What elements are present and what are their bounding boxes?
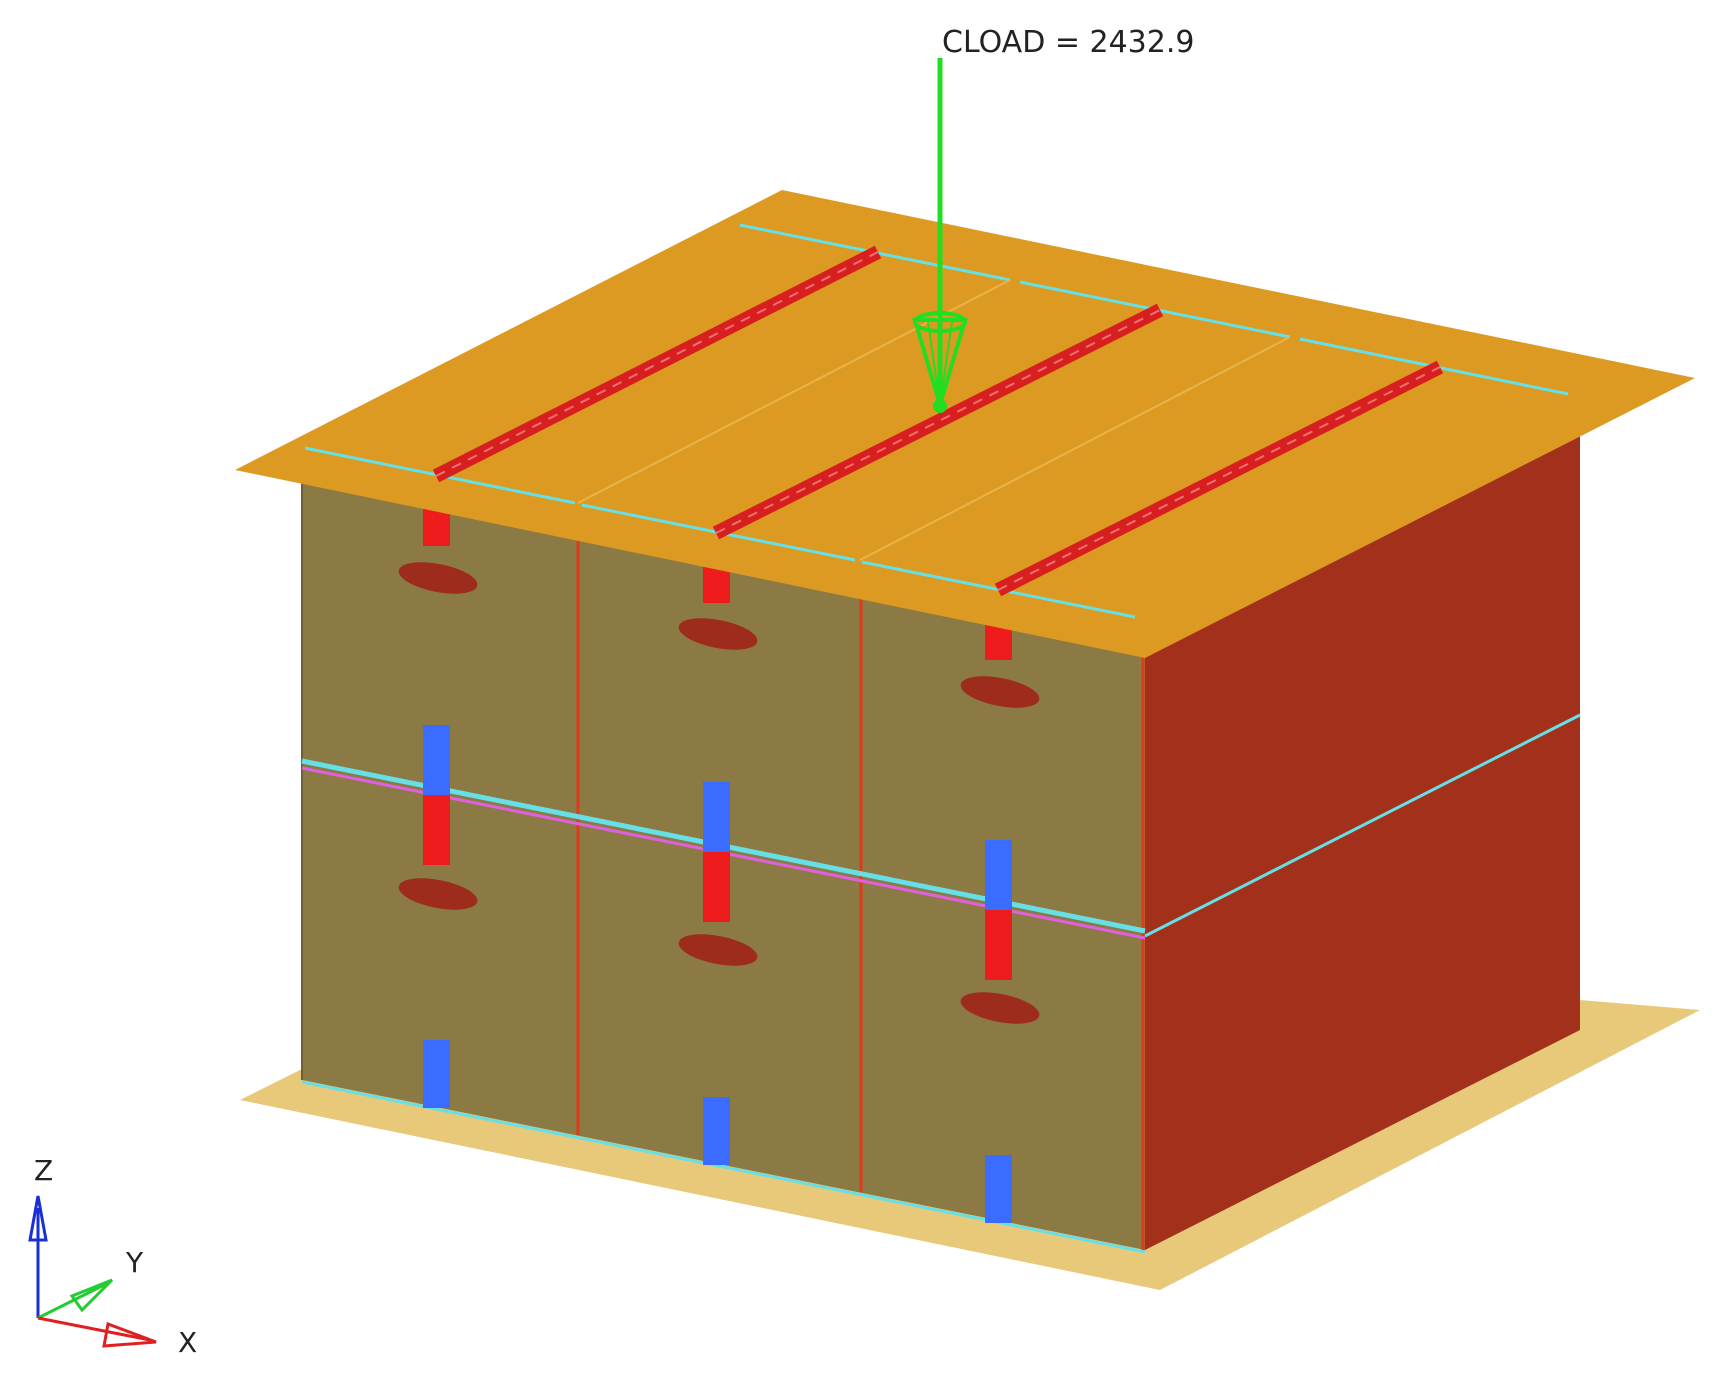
load-label: CLOAD = 2432.9 xyxy=(942,25,1194,60)
strap-bottom-blue-3 xyxy=(985,1155,1012,1223)
top-board xyxy=(235,190,1695,658)
strap-front-red-1 xyxy=(423,508,450,546)
strap-mid-red-1 xyxy=(423,795,450,865)
top-strap-1 xyxy=(432,245,882,483)
strap-mid-blue-3 xyxy=(985,840,1012,910)
strap-bottom-blue-2 xyxy=(703,1097,730,1165)
handle-upper-2 xyxy=(678,618,758,650)
load-arrow[interactable] xyxy=(912,58,968,413)
front-bottom-seam xyxy=(301,1080,1146,1254)
handle-upper-3 xyxy=(960,676,1040,708)
top-strap-2-dash xyxy=(715,309,1161,534)
strap-bottom-blue-1 xyxy=(423,1040,450,1108)
strap-mid-red-2 xyxy=(703,852,730,922)
strap-mid-blue-1 xyxy=(423,725,450,795)
handle-upper-1 xyxy=(398,562,478,594)
handle-lower-2 xyxy=(678,934,758,966)
strap-mid-blue-2 xyxy=(703,782,730,852)
x-axis-label: X xyxy=(178,1326,197,1359)
side-seam xyxy=(1144,713,1581,938)
y-axis-label: Y xyxy=(125,1246,144,1279)
z-axis-label: Z xyxy=(34,1154,53,1187)
handle-lower-3 xyxy=(960,992,1040,1024)
strap-mid-red-3 xyxy=(985,910,1012,980)
top-seam-long-2 xyxy=(859,336,1291,561)
x-axis-icon xyxy=(37,1316,151,1342)
box-side-face xyxy=(1145,430,1580,1250)
axis-triad xyxy=(28,1195,157,1348)
top-strap-3 xyxy=(994,360,1444,597)
handle-lower-1 xyxy=(398,878,478,910)
